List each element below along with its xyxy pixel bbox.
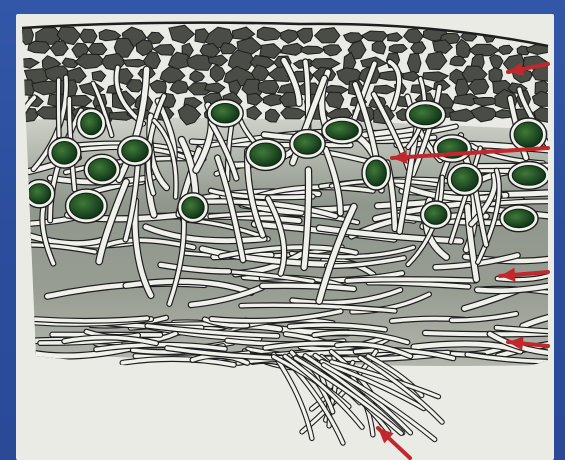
algal-cell	[28, 184, 50, 204]
algal-cell	[70, 193, 104, 219]
algal-cell	[514, 122, 542, 147]
algal-cell	[211, 104, 239, 123]
algal-cell	[52, 142, 77, 165]
cortex-cell	[389, 45, 407, 53]
algal-cell	[425, 205, 447, 224]
cortex-cell	[258, 80, 279, 93]
algal-cell	[451, 167, 478, 191]
algal-cell	[366, 160, 386, 186]
cortex-cell	[28, 41, 51, 53]
algal-cell	[250, 143, 282, 166]
hypha	[347, 279, 475, 281]
algal-cell	[504, 209, 534, 228]
cortex-cell	[263, 94, 282, 106]
algal-cell	[88, 158, 116, 181]
cortex-cell	[88, 43, 107, 54]
hypha	[58, 80, 59, 136]
algal-cell	[182, 197, 204, 219]
algal-cell	[294, 134, 321, 155]
algal-cell	[326, 121, 359, 140]
algal-cell	[512, 166, 545, 186]
algal-cell	[409, 105, 441, 125]
algal-cell	[81, 113, 102, 135]
algal-cell	[122, 140, 149, 162]
thallus-section	[11, 25, 565, 369]
